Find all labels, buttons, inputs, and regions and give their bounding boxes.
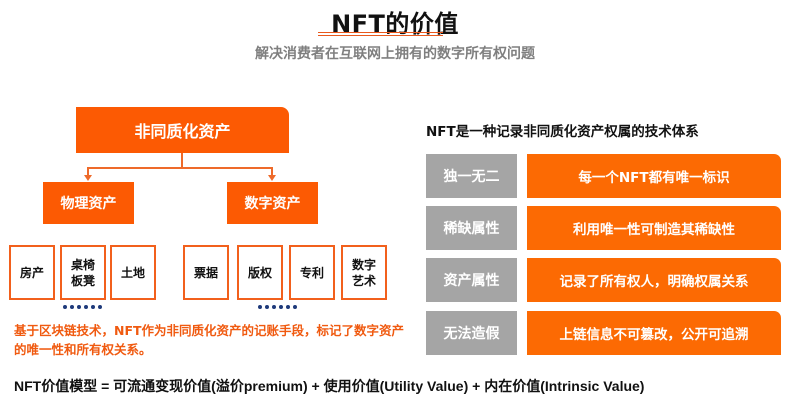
page-subtitle: 解决消费者在互联网上拥有的数字所有权问题 bbox=[255, 46, 535, 62]
property-desc-asset: 记录了所有权人，明确权属关系 bbox=[527, 258, 781, 302]
dot-icon bbox=[63, 305, 67, 309]
root-node-non-fungible-assets: 非同质化资产 bbox=[76, 107, 289, 153]
leaf-real-estate: 房产 bbox=[9, 245, 55, 300]
ellipsis-dots-digital bbox=[258, 305, 297, 309]
dot-icon bbox=[293, 305, 297, 309]
property-label-tamperproof: 无法造假 bbox=[426, 311, 517, 355]
leaf-digital-art: 数字 艺术 bbox=[341, 245, 387, 300]
dot-icon bbox=[91, 305, 95, 309]
dot-icon bbox=[84, 305, 88, 309]
ellipsis-dots-physical bbox=[63, 305, 102, 309]
leaf-land: 土地 bbox=[110, 245, 156, 300]
leaf-furniture: 桌椅 板凳 bbox=[60, 245, 106, 300]
branch-node-digital-assets: 数字资产 bbox=[227, 182, 318, 224]
dot-icon bbox=[265, 305, 269, 309]
arrow-down-icon bbox=[268, 175, 276, 181]
value-model-formula: NFT价值模型 = 可流通变现价值(溢价premium) + 使用价值(Util… bbox=[14, 378, 645, 394]
dot-icon bbox=[258, 305, 262, 309]
dot-icon bbox=[70, 305, 74, 309]
title-underline bbox=[318, 32, 443, 36]
dot-icon bbox=[286, 305, 290, 309]
dot-icon bbox=[272, 305, 276, 309]
connector-left-drop bbox=[87, 167, 89, 176]
page-title: NFT的价值 bbox=[331, 10, 459, 38]
dot-icon bbox=[77, 305, 81, 309]
dot-icon bbox=[279, 305, 283, 309]
connector-vertical bbox=[181, 153, 183, 168]
leaf-copyright: 版权 bbox=[237, 245, 283, 300]
property-label-asset: 资产属性 bbox=[426, 258, 517, 302]
properties-heading: NFT是一种记录非同质化资产权属的技术体系 bbox=[426, 124, 699, 140]
property-label-scarcity: 稀缺属性 bbox=[426, 206, 517, 250]
connector-right-drop bbox=[271, 167, 273, 176]
arrow-down-icon bbox=[84, 175, 92, 181]
property-desc-tamperproof: 上链信息不可篡改，公开可追溯 bbox=[527, 311, 781, 355]
property-label-unique: 独一无二 bbox=[426, 154, 517, 198]
branch-node-physical-assets: 物理资产 bbox=[43, 182, 134, 224]
dot-icon bbox=[98, 305, 102, 309]
connector-horizontal bbox=[87, 167, 273, 169]
leaf-tickets: 票据 bbox=[183, 245, 229, 300]
property-desc-scarcity: 利用唯一性可制造其稀缺性 bbox=[527, 206, 781, 250]
property-desc-unique: 每一个NFT都有唯一标识 bbox=[527, 154, 781, 198]
leaf-patent: 专利 bbox=[289, 245, 335, 300]
blockchain-note: 基于区块链技术，NFT作为非同质化资产的记账手段，标记了数字资产的唯一性和所有权… bbox=[14, 323, 405, 357]
